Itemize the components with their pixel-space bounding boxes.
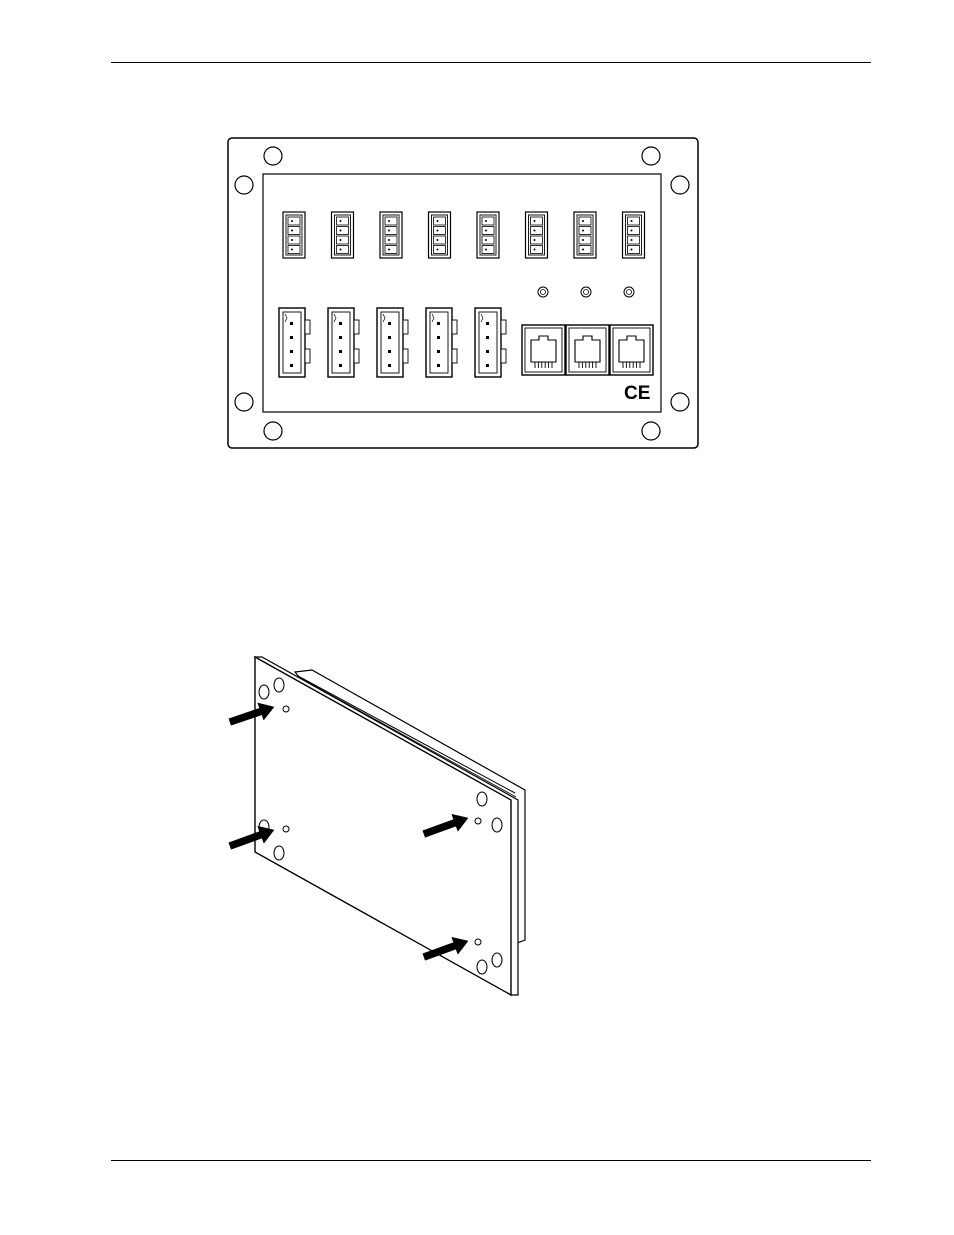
rj-jack: [566, 325, 609, 375]
small-connector: [477, 212, 499, 258]
large-connector: [377, 308, 408, 377]
mounting-hole: [492, 953, 502, 967]
screw-hole: [475, 939, 481, 945]
mounting-hole: [477, 792, 487, 806]
mounting-hole: [274, 846, 284, 860]
mounting-hole: [642, 147, 660, 165]
mounting-hole: [274, 678, 284, 692]
mounting-hole: [492, 818, 502, 832]
small-connector: [283, 212, 305, 258]
rj-jack: [610, 325, 653, 375]
rear-mounting-diagram: [0, 640, 954, 1020]
screw-hole: [475, 818, 481, 824]
rj-jack: [522, 325, 565, 375]
small-connector: [429, 212, 451, 258]
mounting-hole: [642, 422, 660, 440]
large-connector: [328, 308, 359, 377]
mounting-plate-rear: [255, 657, 511, 995]
small-connector: [623, 212, 645, 258]
mounting-hole: [477, 960, 487, 974]
mounting-hole: [671, 393, 689, 411]
screw-hole: [283, 826, 289, 832]
footer-rule: [111, 1160, 871, 1161]
mounting-hole: [264, 422, 282, 440]
inner-panel: [263, 174, 661, 412]
small-connector: [574, 212, 596, 258]
mounting-hole: [671, 176, 689, 194]
small-connector: [332, 212, 354, 258]
mounting-hole: [264, 147, 282, 165]
ce-mark: CE: [624, 383, 650, 404]
large-connector: [279, 308, 310, 377]
large-connector: [426, 308, 457, 377]
small-connector: [526, 212, 548, 258]
mounting-hole: [235, 393, 253, 411]
mounting-hole: [235, 176, 253, 194]
mounting-hole: [259, 685, 269, 699]
small-connector: [380, 212, 402, 258]
screw-hole: [283, 706, 289, 712]
front-panel-diagram: CE: [0, 0, 954, 480]
large-connector: [475, 308, 506, 377]
